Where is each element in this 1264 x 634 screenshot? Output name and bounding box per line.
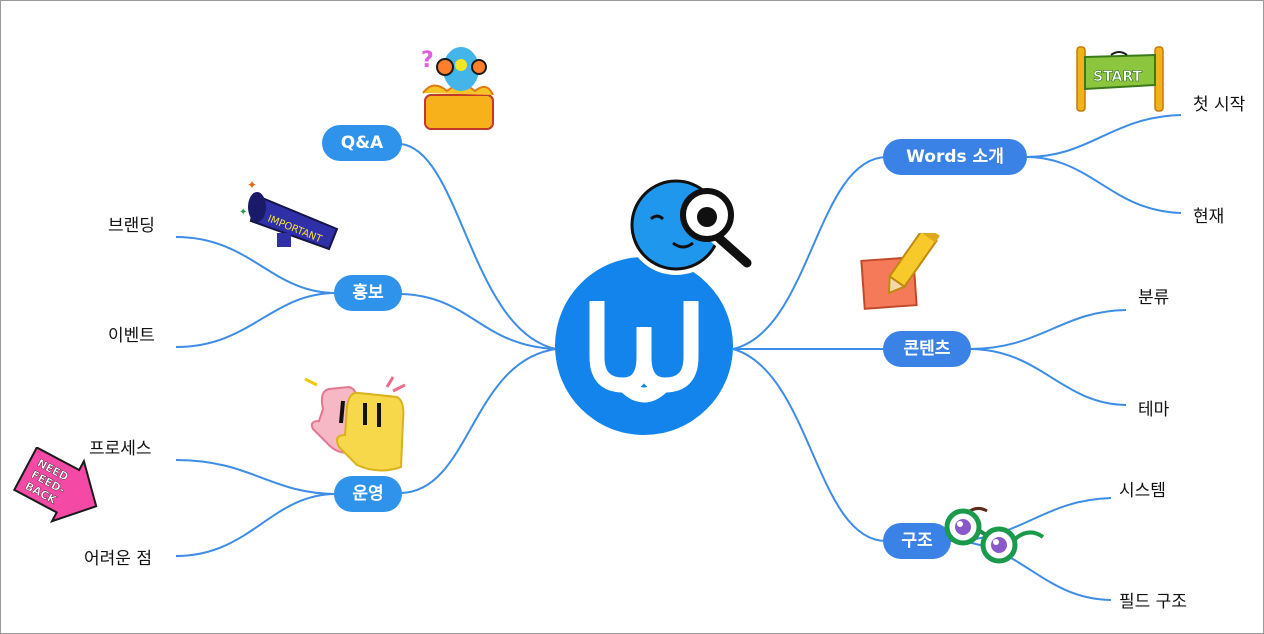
connector-ops-difficulty [175,493,337,557]
glasses-icon [944,506,1045,564]
branch-promo[interactable]: 홍보 [334,275,402,311]
connector-ops-process [175,459,337,495]
branch-intro[interactable]: Words 소개 [883,139,1027,175]
megaphone-icon: IMPORTANT ✦ ✦ [239,178,339,251]
leaf-branding[interactable]: 브랜딩 [108,216,155,236]
connector-structure-field [948,540,1112,601]
connector-content-class [968,309,1127,350]
center-node[interactable] [555,257,733,435]
leaf-classification[interactable]: 분류 [1138,288,1170,308]
leaf-difficulty[interactable]: 어려운 점 [84,549,152,569]
need-feedback-arrow-icon: NEED FEED- BACK [12,447,98,523]
leaf-event[interactable]: 이벤트 [108,326,155,346]
svg-text:✦: ✦ [247,178,257,192]
leaf-first-start[interactable]: 첫 시작 [1193,95,1246,115]
branch-qa[interactable]: Q&A [322,125,402,161]
magnifier-mascot-icon [626,175,755,275]
connector-promo-event [175,292,337,348]
connector-content-theme [968,348,1127,406]
svg-text:?: ? [421,48,434,73]
branch-ops[interactable]: 운영 [334,476,402,512]
connector-intro-now [1025,156,1182,214]
connector-structure [732,348,887,542]
pencil-note-icon [860,233,940,310]
leaf-field-structure[interactable]: 필드 구조 [1119,592,1187,612]
connector-intro-start [1025,114,1182,158]
start-banner-icon: START [1076,46,1164,112]
connector-promo [400,293,557,350]
question-bird-icon: ? [421,47,494,130]
leaf-current[interactable]: 현재 [1193,207,1225,227]
leaf-theme[interactable]: 테마 [1138,400,1170,420]
connector-ops [400,348,557,494]
svg-text:✦: ✦ [239,207,247,218]
branch-structure[interactable]: 구조 [883,523,951,559]
high-five-icon [304,376,406,472]
connector-promo-branding [175,236,337,294]
start-text: START [1093,69,1143,85]
connector-intro [732,156,887,350]
connector-qa [400,143,557,350]
words-logo-icon [589,301,699,403]
leaf-system[interactable]: 시스템 [1119,481,1166,501]
leaf-process[interactable]: 프로세스 [89,439,152,459]
branch-content[interactable]: 콘텐츠 [883,331,971,367]
